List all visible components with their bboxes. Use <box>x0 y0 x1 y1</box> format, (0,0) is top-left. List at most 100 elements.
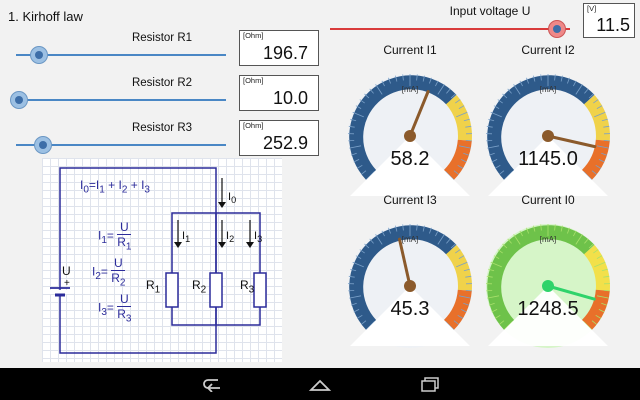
resistor-r2-unit: [Ohm] <box>243 76 264 85</box>
gauge-tick <box>494 314 501 319</box>
label-i2: I2 <box>226 230 235 245</box>
gauge-tick <box>395 225 398 232</box>
gauge-tick <box>388 77 391 84</box>
resistor-r1-thumb[interactable] <box>30 46 49 64</box>
gauge-tick <box>573 80 577 87</box>
gauge-tick <box>361 170 367 175</box>
gauge-tick <box>369 88 374 94</box>
gauge-tick <box>350 152 357 156</box>
gauge-band-warn <box>583 244 610 291</box>
gauge-tick <box>486 140 493 142</box>
voltage-value-box: [V] 11.5 <box>583 3 635 38</box>
gauge-tick <box>355 105 362 109</box>
gauge-tick <box>595 164 602 169</box>
gauge-tick <box>507 88 512 94</box>
home-icon[interactable] <box>308 376 332 392</box>
resistor-r3-slider[interactable] <box>10 136 230 154</box>
gauge-tick <box>502 243 508 249</box>
gauge-cutout <box>488 286 608 346</box>
gauge-band-danger <box>581 139 610 180</box>
gauge-title-3: Current I0 <box>521 193 575 207</box>
gauge-tick <box>456 111 468 118</box>
gauge-tick <box>499 320 505 325</box>
voltage-value: 11.5 <box>596 15 630 35</box>
gauge-tick <box>457 164 464 169</box>
gauge-tick <box>437 84 445 95</box>
resistor-r1-value-box: [Ohm] 196.7 <box>239 30 319 66</box>
gauge-tick <box>575 234 583 245</box>
voltage-slider-track <box>330 28 570 30</box>
gauge-tick <box>540 224 542 231</box>
gauge-tick <box>435 230 439 237</box>
gauge-tick <box>560 75 563 82</box>
gauge-tick <box>359 99 365 104</box>
gauge-tick <box>502 93 508 99</box>
gauge-tick <box>596 255 603 259</box>
resistor-r3-track <box>16 144 226 146</box>
formula-i0: I0=I1 + I2 + I3 <box>80 178 150 196</box>
gauge-tick <box>487 145 500 149</box>
gauge-tick <box>402 224 404 231</box>
gauge-dial-0 <box>347 74 473 198</box>
gauge-tick <box>601 152 608 156</box>
gauge-tick <box>348 140 355 142</box>
gauge-tick <box>554 224 556 231</box>
gauge-tick <box>507 238 512 244</box>
gauge-title-1: Current I2 <box>521 43 575 57</box>
gauge-tick <box>460 309 467 313</box>
gauge-tick <box>460 159 467 163</box>
gauge-tick <box>497 249 503 254</box>
gauge-tick <box>603 140 610 142</box>
gauge-needle <box>398 237 412 288</box>
gauge-tick <box>486 275 493 278</box>
gauge-tick <box>513 234 521 245</box>
gauge-tick <box>519 230 523 237</box>
gauge-tick <box>533 75 536 82</box>
gauge-tick <box>603 125 610 128</box>
gauge-tick <box>588 243 594 249</box>
label-r3: R3 <box>240 278 255 296</box>
resistor-r1-slider[interactable] <box>10 46 230 64</box>
gauge-cutout <box>350 136 470 196</box>
gauge-tick <box>491 159 498 163</box>
voltage-slider[interactable] <box>330 20 570 38</box>
gauge-tick <box>526 77 529 84</box>
gauge-tick <box>567 77 570 84</box>
resistor-r2-label: Resistor R2 <box>131 77 193 89</box>
gauge-cutout <box>350 286 470 346</box>
label-r2: R2 <box>192 278 207 296</box>
gauge-tick <box>596 105 603 109</box>
gauge-tick <box>533 225 536 232</box>
gauge-title-2: Current I3 <box>383 193 437 207</box>
back-icon[interactable] <box>200 376 224 392</box>
gauge-tick <box>369 238 374 244</box>
gauge-tick <box>416 224 418 231</box>
resistor-r2-thumb[interactable] <box>10 91 28 109</box>
recents-icon[interactable] <box>418 376 442 392</box>
app-title: 1. Kirhoff law <box>8 9 83 24</box>
gauge-tick <box>375 84 383 95</box>
gauge-tick <box>356 314 363 319</box>
gauge-band-main <box>349 225 457 330</box>
gauge-tick <box>455 99 461 104</box>
gauge-band-danger <box>443 139 472 180</box>
gauge-tick <box>349 295 362 299</box>
gauge-tick <box>463 302 470 306</box>
gauge-tick <box>395 75 398 82</box>
gauge-tick <box>455 249 461 254</box>
voltage-slider-thumb[interactable] <box>547 20 566 38</box>
gauge-tick <box>429 227 432 234</box>
resistor-r3-thumb[interactable] <box>34 136 53 154</box>
gauge-tick <box>353 159 360 163</box>
gauge-tick <box>594 111 606 118</box>
gauge-value-0: 58.2 <box>390 148 430 170</box>
resistor-r2-value-box: [Ohm] 10.0 <box>239 75 319 111</box>
gauge-tick <box>437 234 445 245</box>
gauge-tick <box>356 164 363 169</box>
gauge-tick <box>593 249 599 254</box>
label-i3: I3 <box>254 230 263 245</box>
resistor-r2-slider[interactable] <box>10 91 230 109</box>
gauge-tick <box>446 88 451 94</box>
gauge-tick <box>499 170 505 175</box>
gauge-tick <box>601 268 608 272</box>
